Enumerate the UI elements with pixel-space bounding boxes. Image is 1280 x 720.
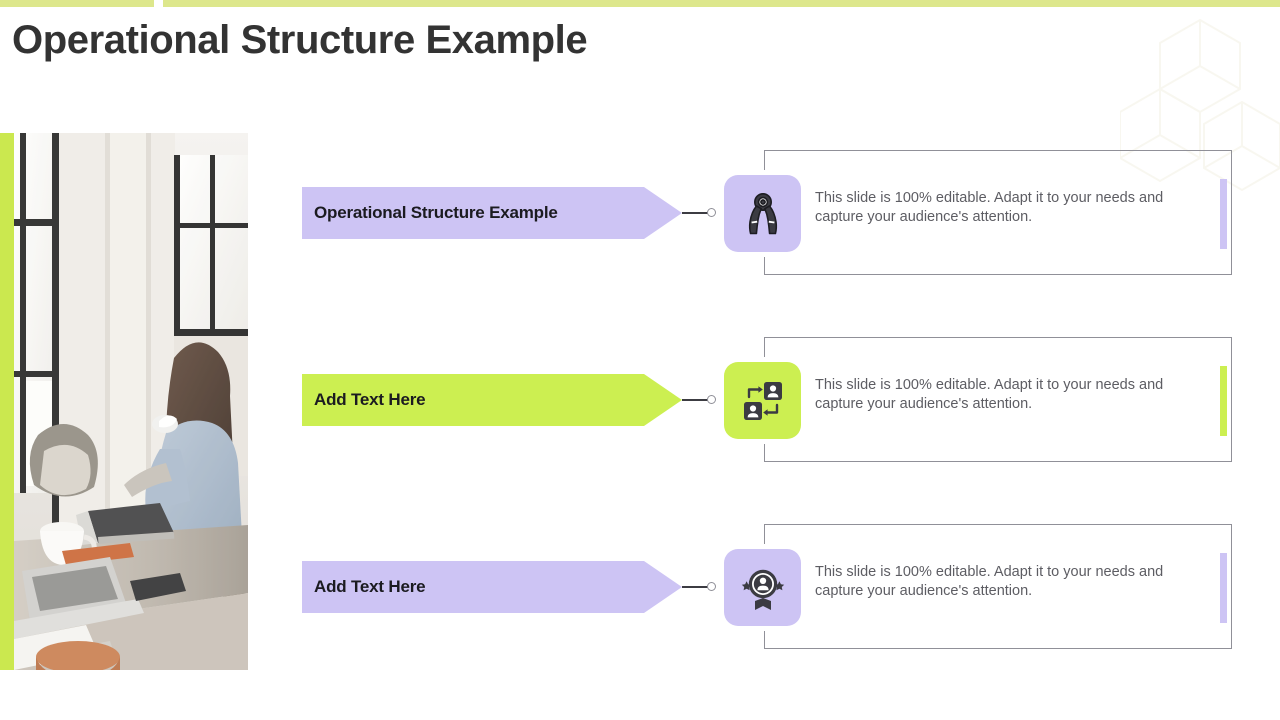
card-accent-bar: [1220, 366, 1227, 436]
top-accent-bar: [0, 0, 1280, 7]
photo-left-stripe: [0, 133, 14, 670]
row-text-card: This slide is 100% editable. Adapt it to…: [764, 337, 1232, 462]
row-body-text: This slide is 100% editable. Adapt it to…: [815, 377, 1164, 412]
top-accent-bar-gap: [154, 0, 163, 7]
connector-line: [682, 399, 708, 401]
row-banner-label: Add Text Here: [314, 577, 426, 596]
card-accent-bar: [1220, 179, 1227, 249]
row-banner[interactable]: Add Text Here: [302, 561, 682, 613]
row-text-card: This slide is 100% editable. Adapt it to…: [764, 524, 1232, 649]
office-photo: [14, 133, 248, 670]
connector-line: [682, 586, 708, 588]
connector-node: [707, 208, 716, 217]
photo-panel: [0, 133, 248, 670]
row-icon-tile[interactable]: [724, 549, 801, 626]
row-banner-label: Operational Structure Example: [314, 203, 558, 222]
connector-line: [682, 212, 708, 214]
row-icon-tile[interactable]: [724, 175, 801, 252]
row-text-card: This slide is 100% editable. Adapt it to…: [764, 150, 1232, 275]
row-banner[interactable]: Operational Structure Example: [302, 187, 682, 239]
connector-node: [707, 582, 716, 591]
row-body-text: This slide is 100% editable. Adapt it to…: [815, 564, 1164, 599]
row-banner[interactable]: Add Text Here: [302, 374, 682, 426]
row-banner-label: Add Text Here: [314, 390, 426, 409]
people-exchange-icon: [740, 378, 786, 424]
page-title: Operational Structure Example: [12, 18, 588, 62]
person-award-badge-icon: [740, 565, 786, 611]
card-accent-bar: [1220, 553, 1227, 623]
hand-grip-exerciser-icon: [740, 191, 786, 237]
row-icon-tile[interactable]: [724, 362, 801, 439]
row-body-text: This slide is 100% editable. Adapt it to…: [815, 190, 1164, 225]
connector-node: [707, 395, 716, 404]
